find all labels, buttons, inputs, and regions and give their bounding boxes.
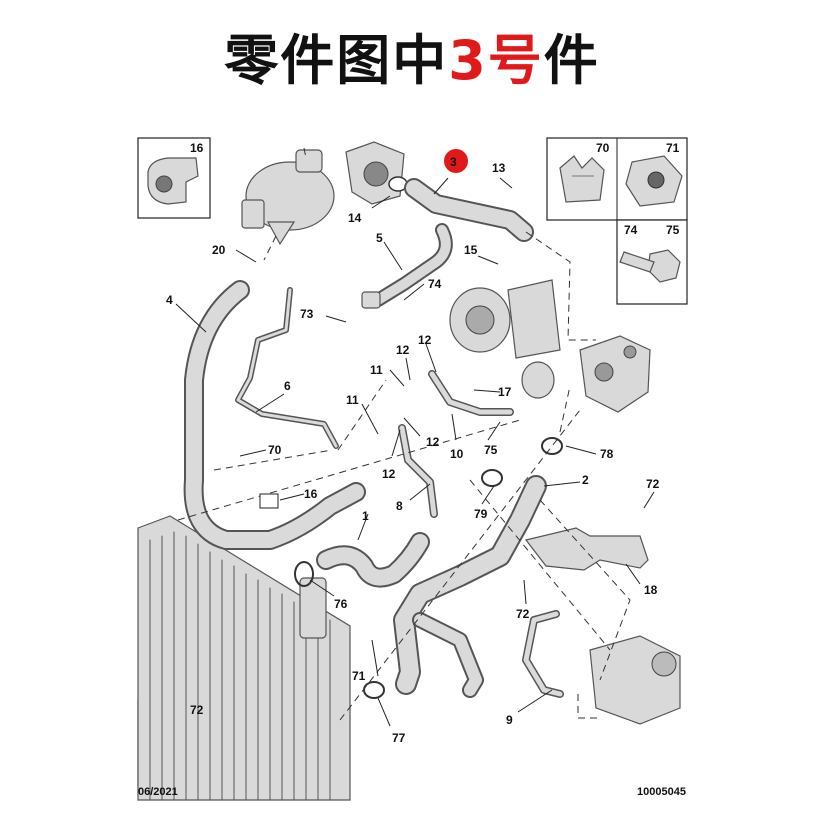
clamp-79 xyxy=(481,469,503,487)
callout-4: 4 xyxy=(166,293,173,307)
doc-number: 10005045 xyxy=(637,786,686,798)
title-prefix: 零件图中 xyxy=(224,29,449,92)
callout-16: 16 xyxy=(304,487,318,501)
nut-71-icon xyxy=(625,155,683,207)
callout-6: 6 xyxy=(284,379,291,393)
clamp-77 xyxy=(363,681,385,699)
clamp-76 xyxy=(294,561,314,587)
callout-77: 77 xyxy=(392,731,406,745)
callout-2: 2 xyxy=(582,473,589,487)
date-code: 06/2021 xyxy=(138,786,178,798)
callout-78: 78 xyxy=(600,447,614,461)
bracket-18 xyxy=(524,527,649,571)
callout-71: 71 xyxy=(352,669,366,683)
clip-16-icon xyxy=(147,157,199,205)
callout-3: 3 xyxy=(450,155,457,169)
callout-labels: 3 1 2 4 5 6 8 9 10 11 11 12 12 12 12 13 … xyxy=(166,155,660,745)
page-title: 零件图中3号件 xyxy=(0,26,824,96)
callout-9: 9 xyxy=(506,713,513,727)
callout-10: 10 xyxy=(450,447,464,461)
callout-11-b: 11 xyxy=(346,393,359,407)
hose-10 xyxy=(428,370,514,416)
callout-14: 14 xyxy=(348,211,362,225)
expansion-tank xyxy=(241,149,335,246)
callout-11-a: 11 xyxy=(370,363,383,377)
clip-70-icon xyxy=(559,155,605,203)
callout-12-c: 12 xyxy=(426,435,440,449)
callout-76: 76 xyxy=(334,597,348,611)
callout-8: 8 xyxy=(396,499,403,513)
hose-9 xyxy=(522,610,564,698)
callout-12-a: 12 xyxy=(418,333,432,347)
hose-1 xyxy=(316,532,430,588)
hose-2 xyxy=(393,475,547,698)
inset-labels: 16 70 71 74 75 72 xyxy=(190,141,680,717)
leader-lines xyxy=(175,177,655,727)
thermostat-housing xyxy=(345,141,408,205)
callout-13: 13 xyxy=(492,161,506,175)
callout-15: 15 xyxy=(464,243,478,257)
part-3-pipe xyxy=(404,178,534,242)
callout-5: 5 xyxy=(376,231,383,245)
callout-72-b: 72 xyxy=(516,607,530,621)
outlet-housing xyxy=(579,335,651,413)
radiator xyxy=(137,515,351,801)
connector-16 xyxy=(259,493,279,509)
title-highlight: 3号 xyxy=(448,29,544,92)
callout-79: 79 xyxy=(474,507,488,521)
inset-label-70: 70 xyxy=(596,141,610,155)
part-3-highlight-marker xyxy=(444,149,468,173)
turbocharger xyxy=(449,279,561,399)
inset-label-72: 72 xyxy=(190,703,204,717)
bolt-74-75-icon xyxy=(619,249,681,283)
hose-6 xyxy=(235,287,339,449)
hose-8 xyxy=(398,424,438,518)
callout-73: 73 xyxy=(300,307,314,321)
callout-12-b: 12 xyxy=(396,343,410,357)
callout-12-d: 12 xyxy=(382,467,396,481)
inset-label-75: 75 xyxy=(666,223,680,237)
callout-72-a: 72 xyxy=(646,477,660,491)
callout-1: 1 xyxy=(362,509,369,523)
inset-label-16: 16 xyxy=(190,141,204,155)
callout-74: 74 xyxy=(428,277,442,291)
inset-label-71: 71 xyxy=(666,141,680,155)
callout-18: 18 xyxy=(644,583,658,597)
title-suffix: 件 xyxy=(543,29,600,92)
callout-70: 70 xyxy=(268,443,282,457)
oil-cooler xyxy=(589,635,681,725)
inset-label-74: 74 xyxy=(624,223,638,237)
hose-5 xyxy=(361,223,453,309)
hose-4 xyxy=(183,280,366,550)
callout-20: 20 xyxy=(212,243,226,257)
callout-17: 17 xyxy=(498,385,512,399)
assembly-lines xyxy=(177,147,631,721)
callout-75: 75 xyxy=(484,443,498,457)
clamp-78 xyxy=(541,437,563,455)
